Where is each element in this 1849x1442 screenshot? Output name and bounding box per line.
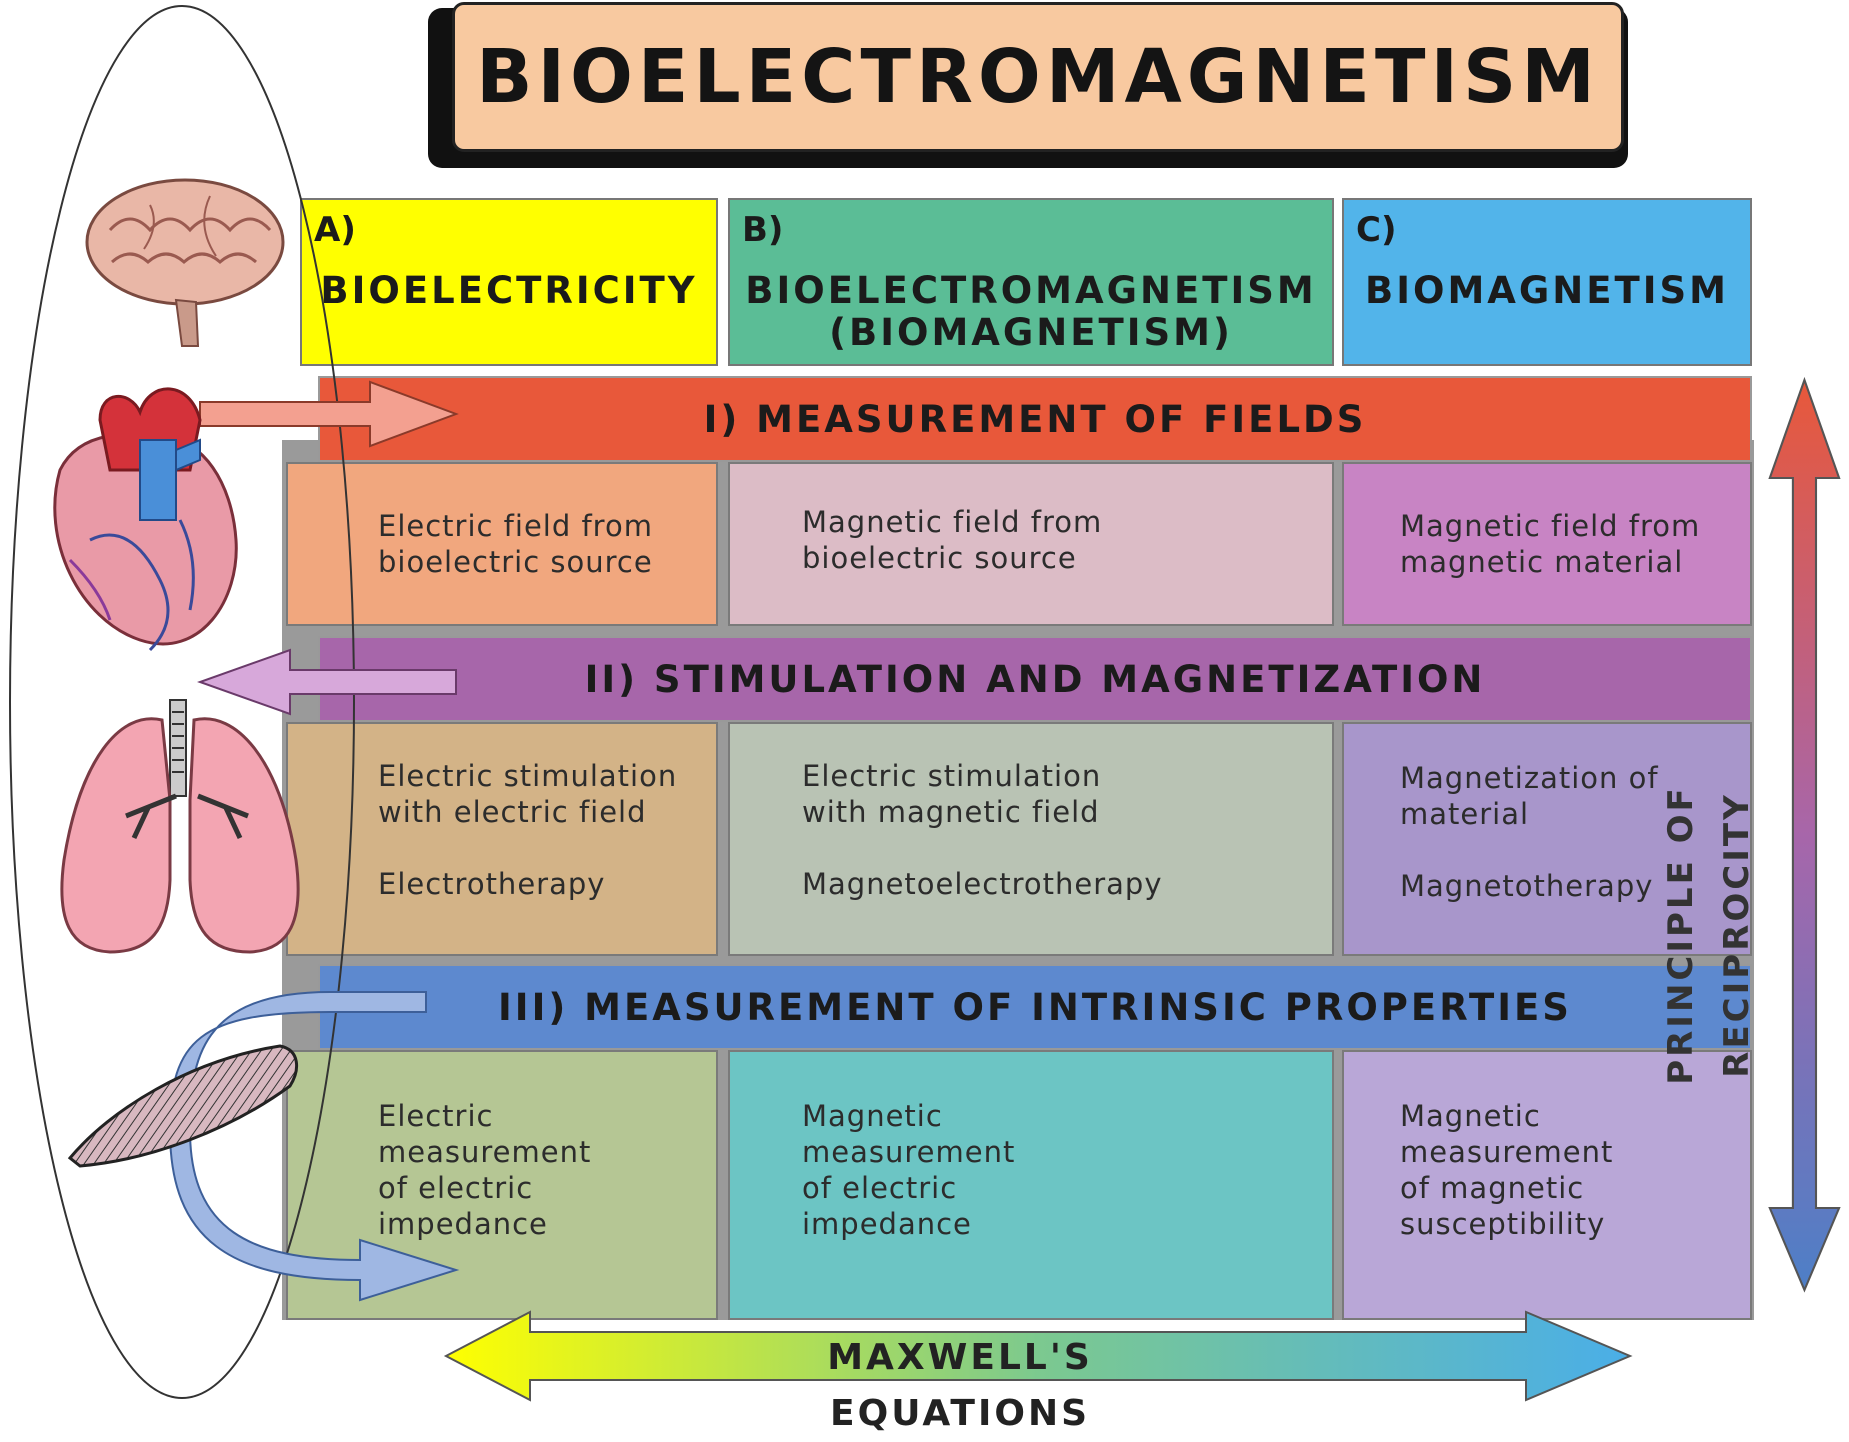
intrinsic-curved-arrow-icon: [170, 992, 456, 1300]
heart-icon: [55, 389, 236, 650]
stimulation-arrow-icon: [200, 650, 456, 714]
lungs-icon: [62, 700, 298, 952]
brain-icon: [87, 180, 283, 346]
maxwell-label: MAXWELL'S EQUATIONS: [700, 1330, 1220, 1386]
reciprocity-label: PRINCIPLE OF RECIPROCITY: [1653, 675, 1709, 1195]
reciprocity-arrow: [1770, 380, 1839, 1290]
overlay-graphics: [0, 0, 1849, 1404]
fields-arrow-icon: [200, 382, 456, 446]
